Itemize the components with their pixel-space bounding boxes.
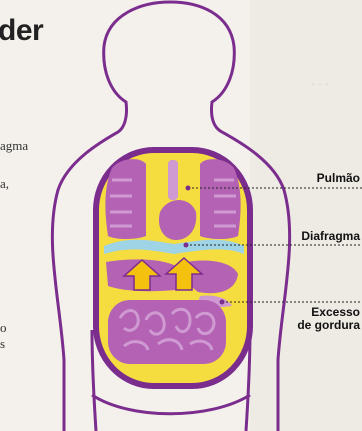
lung-leader-dot <box>186 186 191 191</box>
article-text-fragment-2: a, <box>0 176 9 192</box>
left-arm-inner-line <box>92 330 96 431</box>
diaphragm-label: Diafragma <box>301 230 360 243</box>
faint-background-text: ··· <box>310 73 330 95</box>
trachea <box>168 160 178 200</box>
article-text-fragment-3: o <box>0 320 7 336</box>
waist-curve <box>92 395 250 414</box>
fat-leader-dot <box>220 300 225 305</box>
diaphragm-leader-dot <box>184 243 189 248</box>
article-text-fragment-4: s <box>0 336 5 352</box>
article-text-fragment-1: agma <box>0 138 28 154</box>
lung-label: Pulmão <box>317 172 360 185</box>
background-panel <box>250 0 362 431</box>
article-heading: der <box>0 14 43 48</box>
fat-label-line2: de gordura <box>297 319 360 332</box>
